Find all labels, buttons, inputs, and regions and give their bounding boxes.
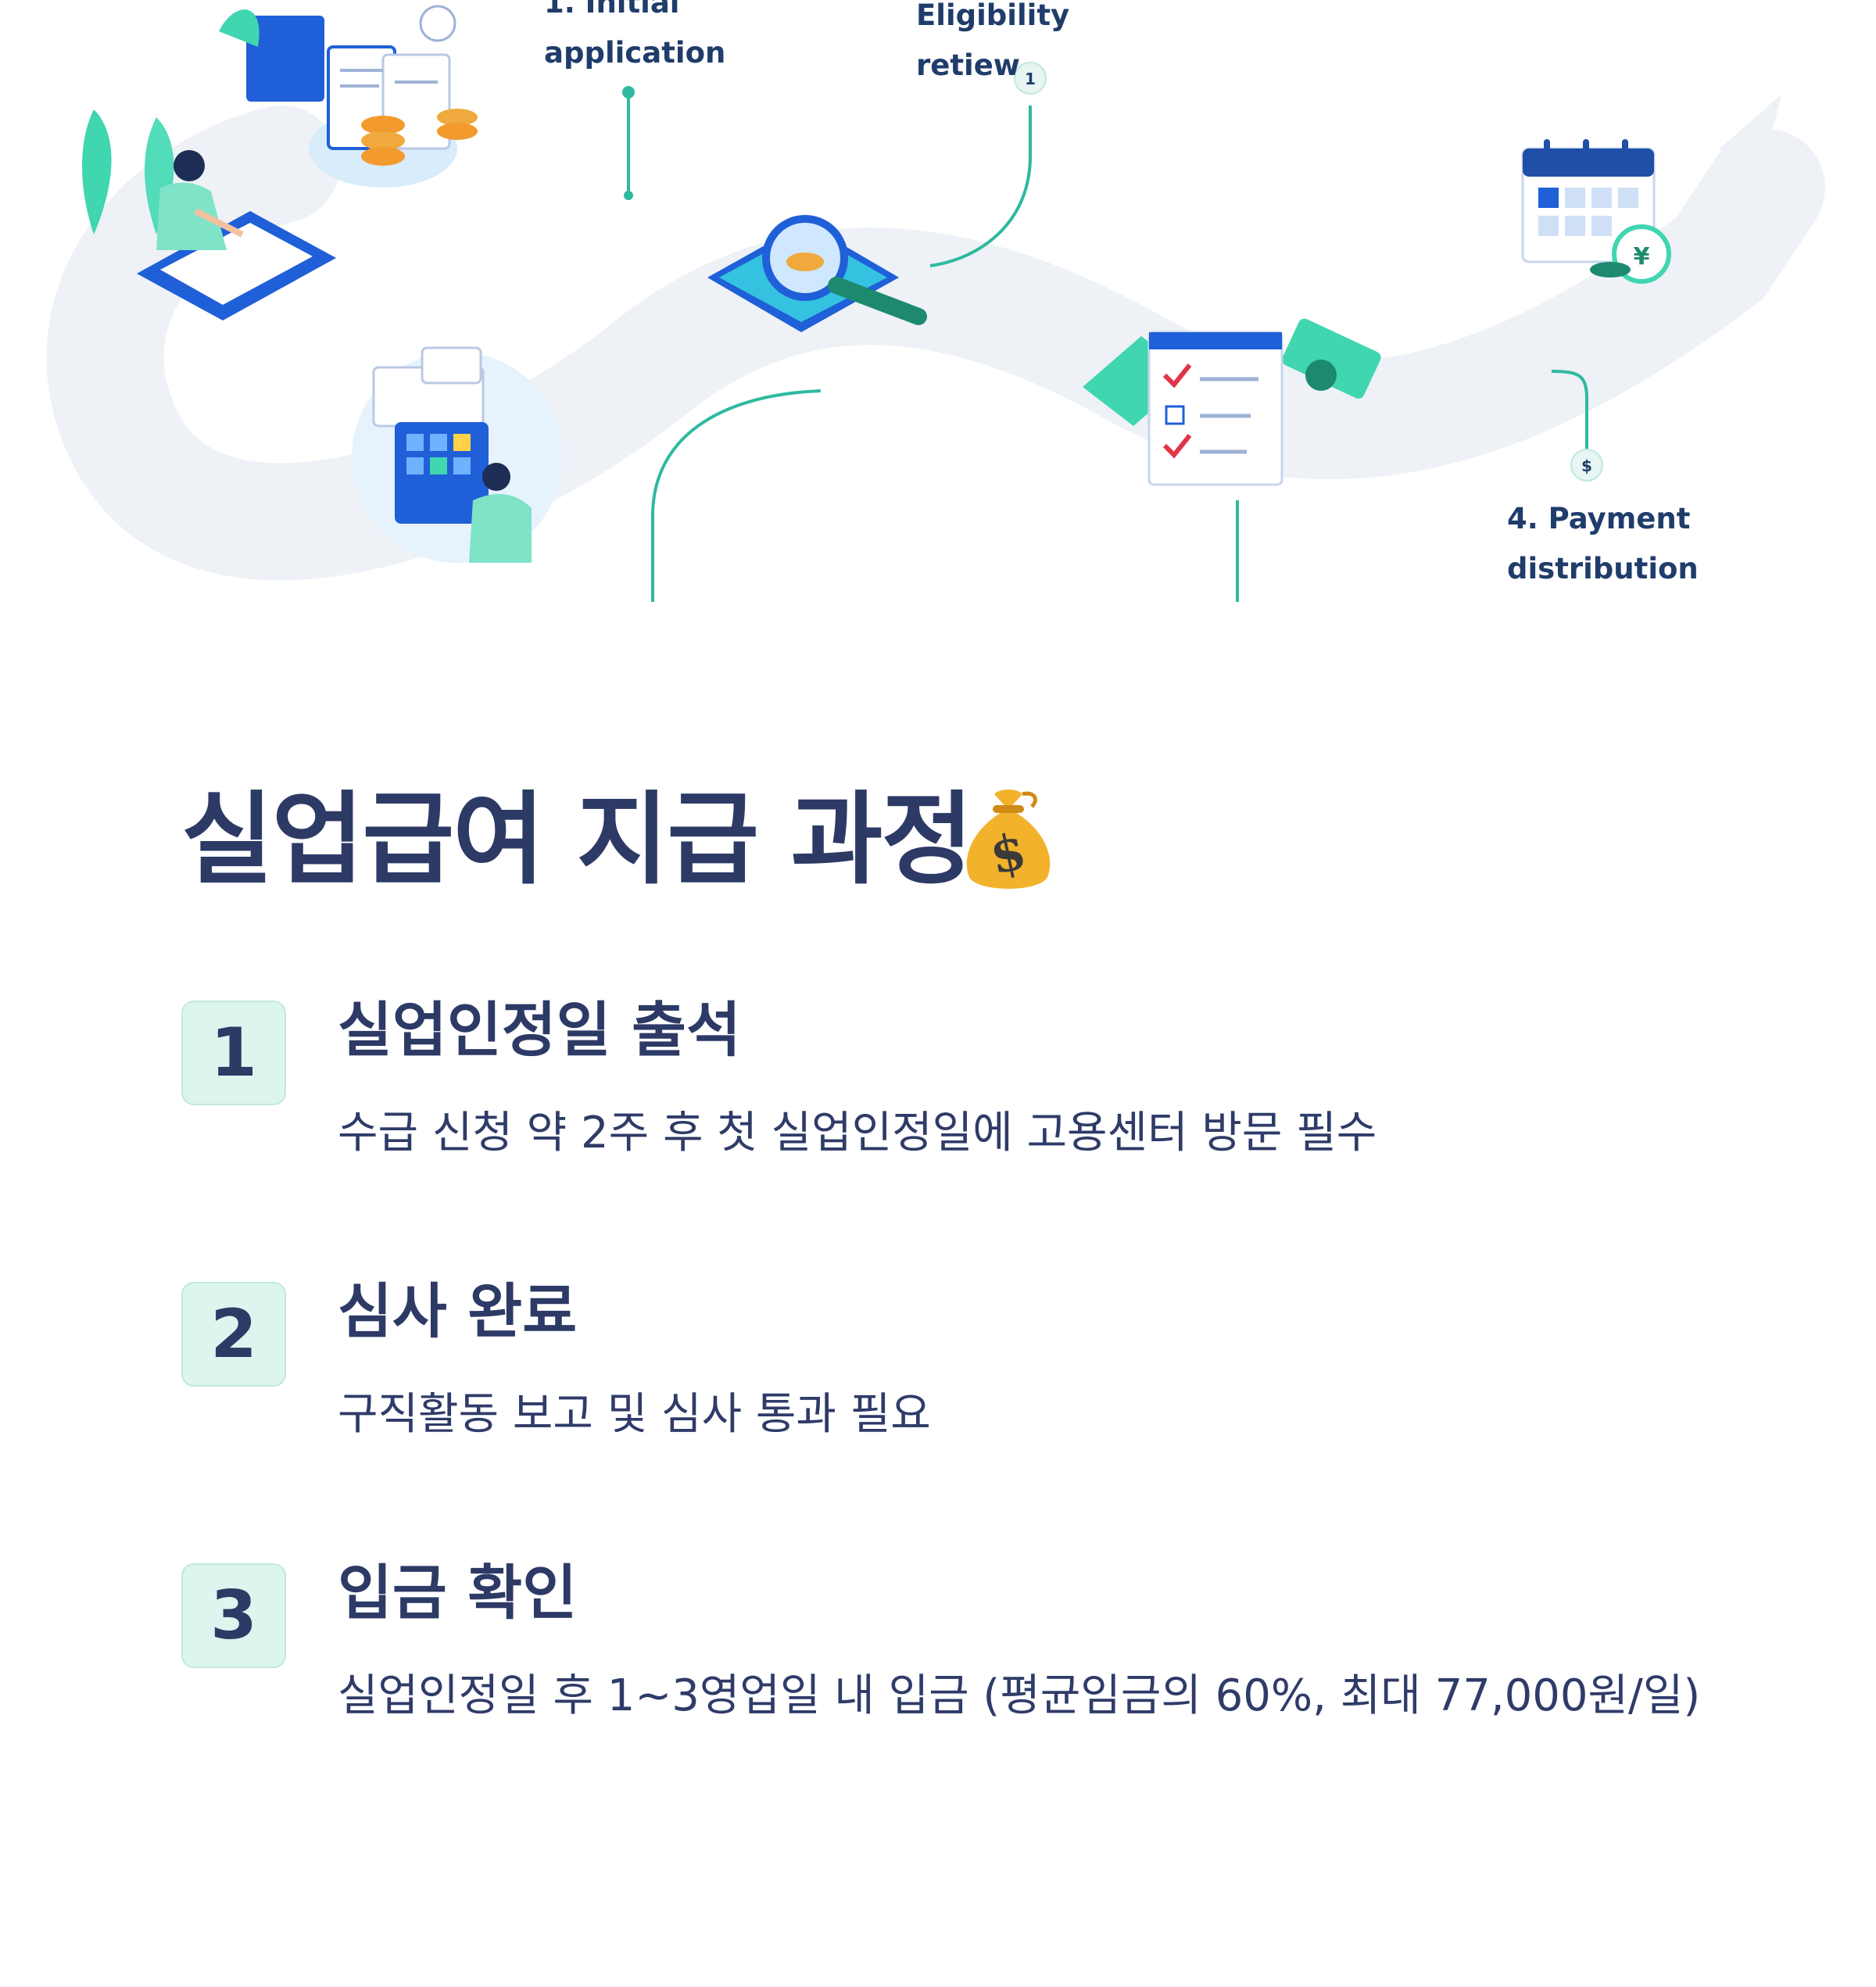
step-number-badge: 2 — [181, 1282, 286, 1387]
checklist-approval-icon — [1083, 318, 1381, 486]
step-title: 입금 확인 — [338, 1558, 578, 1627]
money-bag-icon: $ — [966, 789, 1051, 889]
step-title: 실업인정일 출석 — [338, 995, 741, 1065]
svg-text:$: $ — [1581, 456, 1592, 475]
application-documents-icon — [219, 5, 478, 188]
svg-text:1: 1 — [1025, 70, 1036, 88]
step-description: 구직활동 보고 및 심사 통과 필요 — [338, 1389, 931, 1440]
magnifying-glass-review-icon — [707, 215, 927, 332]
step-label-payment-distribution: 4. Payment distribution — [1507, 502, 1699, 585]
process-flow-illustration: 1 $ — [0, 0, 1876, 602]
page-title: 실업급여 지급 과정 — [181, 782, 973, 898]
person-filling-form-icon — [82, 109, 336, 320]
step-description: 수급 신청 약 2주 후 첫 실업인정일에 고용센터 방문 필수 — [338, 1108, 1377, 1158]
step-label-initial-application: 1. Initial application — [544, 0, 726, 70]
step-number-badge: 3 — [181, 1563, 286, 1668]
step-description: 실업인정일 후 1~3영업일 내 입금 (평균임금의 60%, 최대 77,00… — [338, 1670, 1701, 1721]
flow-arrow-head — [1720, 94, 1782, 180]
payment-calendar-icon: ¥ — [1521, 139, 1671, 284]
person-at-computer-icon — [352, 346, 563, 563]
process-illustration: 1 $ — [0, 0, 1876, 602]
flow-path — [46, 106, 1825, 581]
step-title: 심사 완료 — [338, 1276, 578, 1346]
step-label-eligibility-review: Eligibility retiew — [916, 0, 1070, 82]
payment-marker: $ — [1570, 449, 1603, 482]
review-marker: 1 — [1014, 62, 1047, 95]
svg-text:¥: ¥ — [1634, 243, 1650, 270]
step-number-badge: 1 — [181, 1001, 286, 1105]
connector-lines — [622, 86, 1588, 602]
